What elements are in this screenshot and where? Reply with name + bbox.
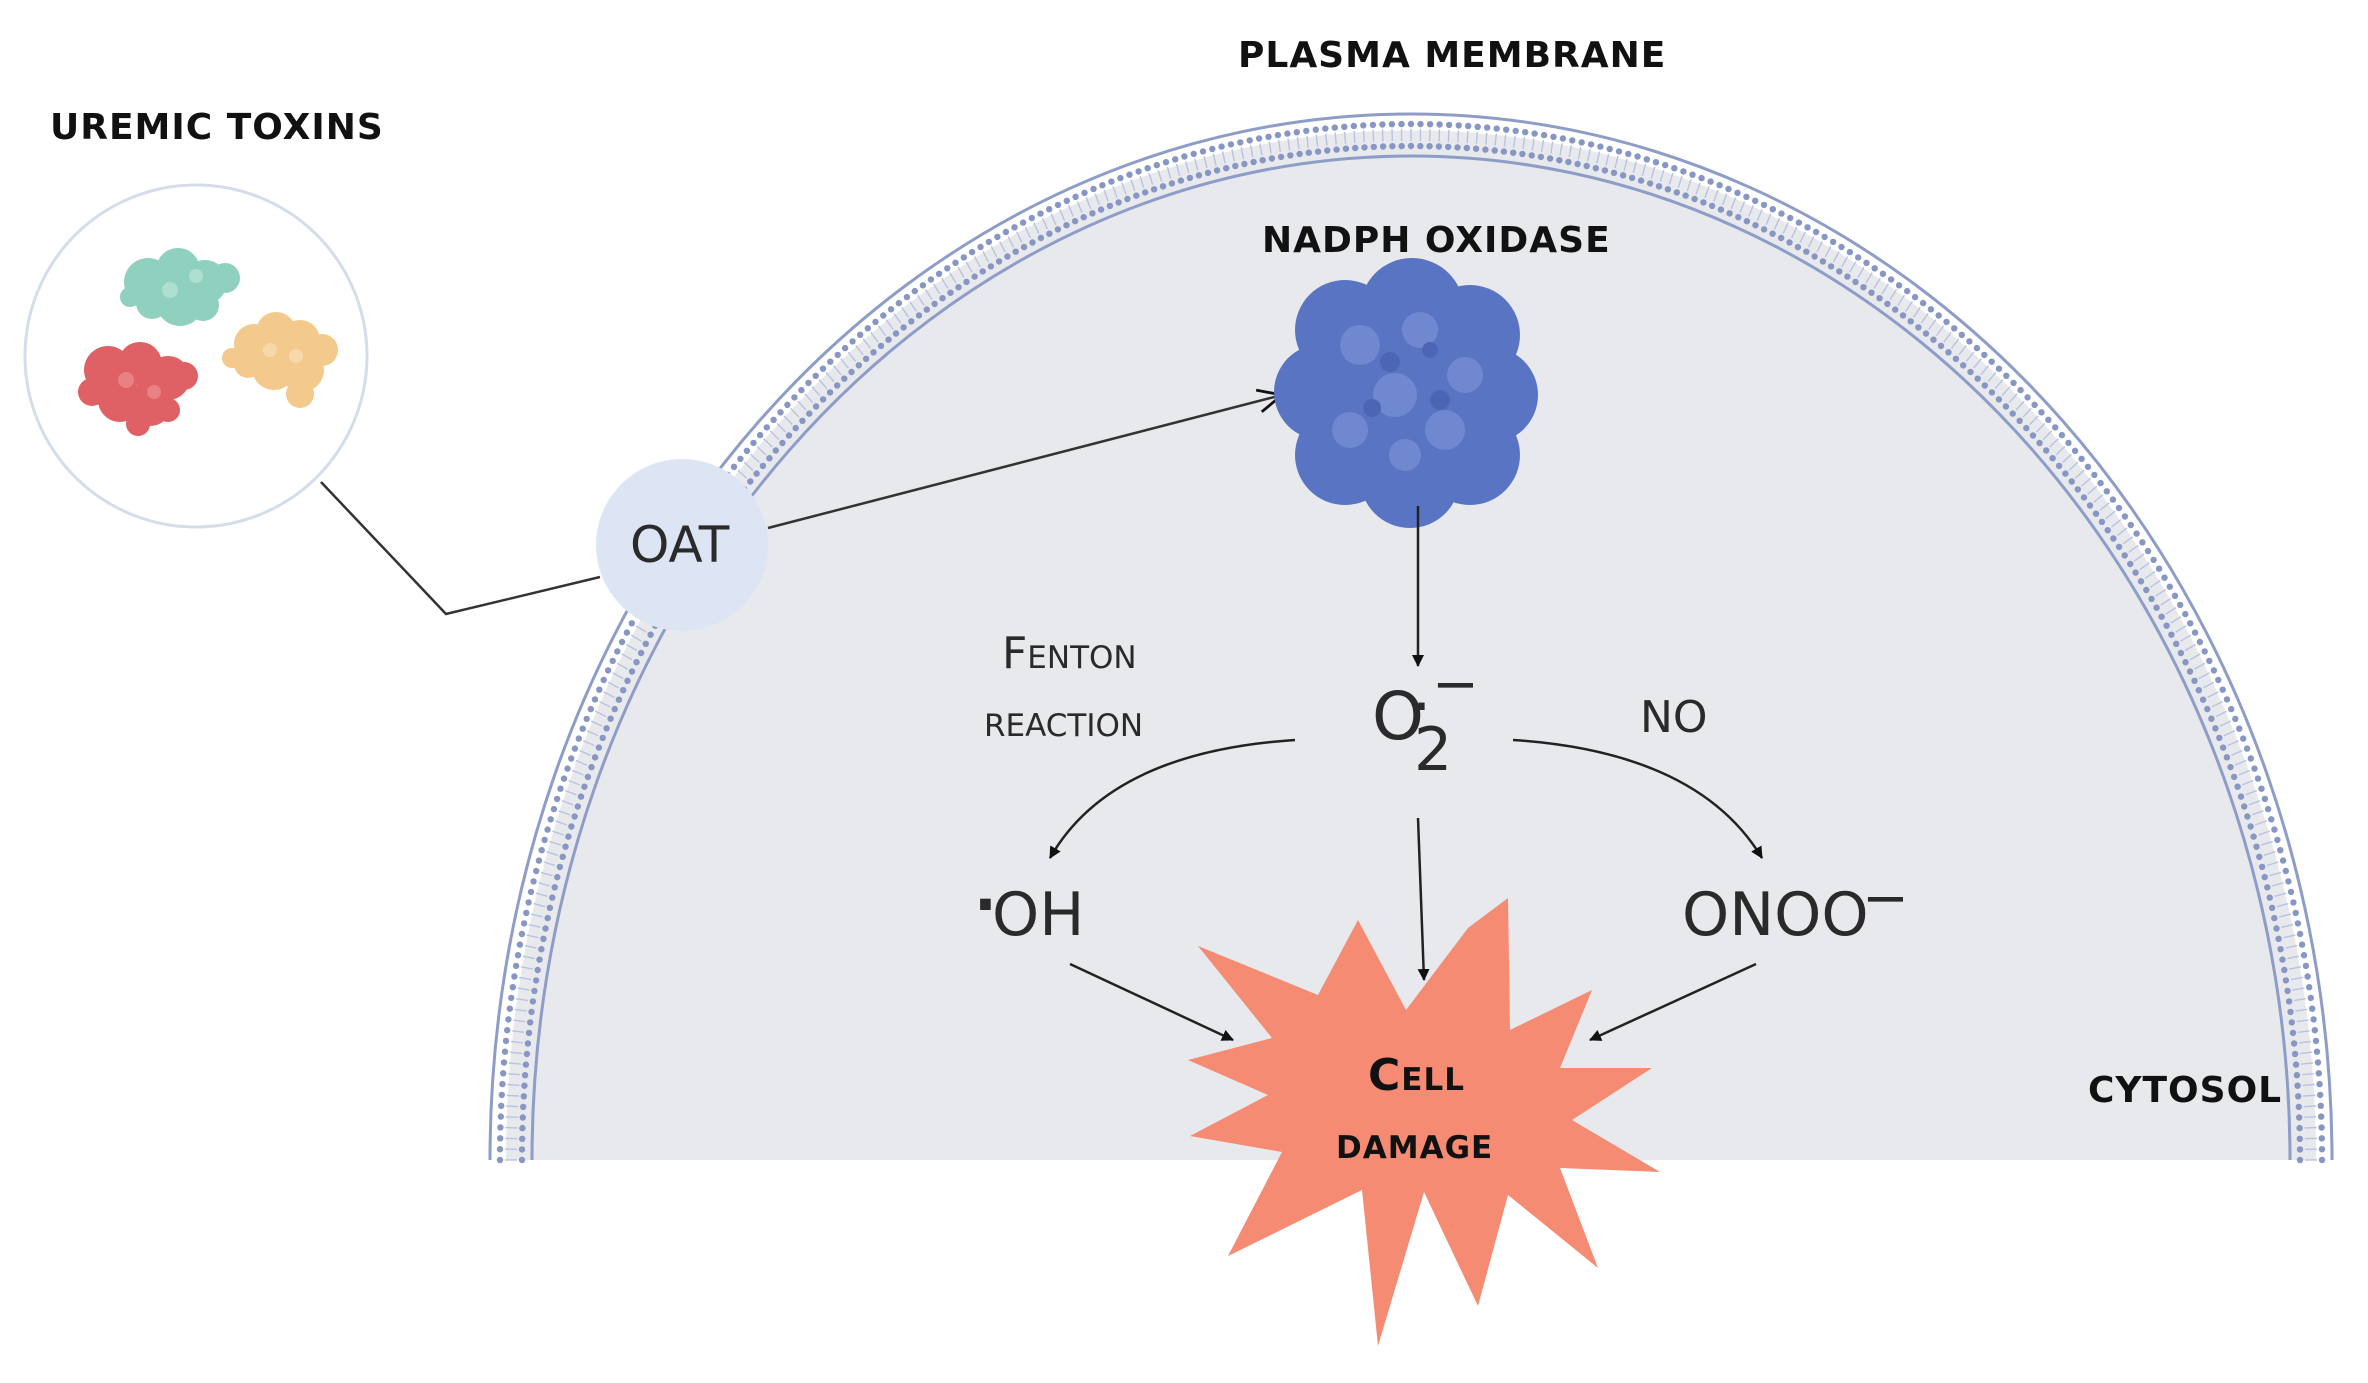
oat-transporter [596,459,768,631]
hydroxyl-radical-label: OH [992,880,1085,950]
plasma-membrane-inner-line [530,154,2292,1161]
oat-to-nadph-arrow [767,395,1282,530]
superoxide-to-hydroxyl-arrow [1048,738,1296,859]
hydroxyl-radical-dot: · [974,870,997,940]
nadph-oxidase-protein-icon [1274,258,1538,528]
hydroxyl-to-damage-arrow [1069,962,1234,1042]
plasma-membrane-label: PLASMA MEMBRANE [1238,35,1667,76]
cytosol-label: CYTOSOL [2088,1070,2283,1111]
peroxynitrite-to-damage-arrow [1589,962,1757,1042]
superoxide-subscript: 2 [1414,715,1453,785]
cytosol-region [506,130,2316,1160]
uremic-toxin-protein-yellow-icon [222,312,338,408]
superoxide-radical-dot: · [1412,672,1432,742]
cell-damage-burst-icon [1188,898,1660,1346]
peroxynitrite-charge: − [1862,866,1909,931]
cell-damage-label-line2: damage [1336,1118,1494,1169]
nadph-oxidase-label: NADPH OXIDASE [1262,220,1611,261]
superoxide-to-peroxynitrite-arrow [1512,738,1764,859]
peroxynitrite-label: ONOO [1682,880,1869,950]
fenton-reaction-label-line2: reaction [984,696,1144,747]
nitric-oxide-label: NO [1640,692,1708,743]
toxin-to-oat-connector [320,481,601,616]
superoxide-charge: − [1432,652,1479,717]
superoxide-to-damage-arrow [1416,817,1430,981]
fenton-reaction-label-line1: Fenton [1002,628,1137,679]
superoxide-symbol: O [1372,678,1424,755]
oat-label: OAT [630,516,730,574]
cell-damage-label-line1: Cell [1368,1050,1465,1101]
uremic-toxin-protein-green-icon [120,248,240,326]
uremic-toxin-protein-red-icon [78,342,198,436]
uremic-toxins-circle [23,183,369,529]
plasma-membrane-outer-line [488,112,2334,1161]
uremic-toxins-label: UREMIC TOXINS [50,107,384,148]
